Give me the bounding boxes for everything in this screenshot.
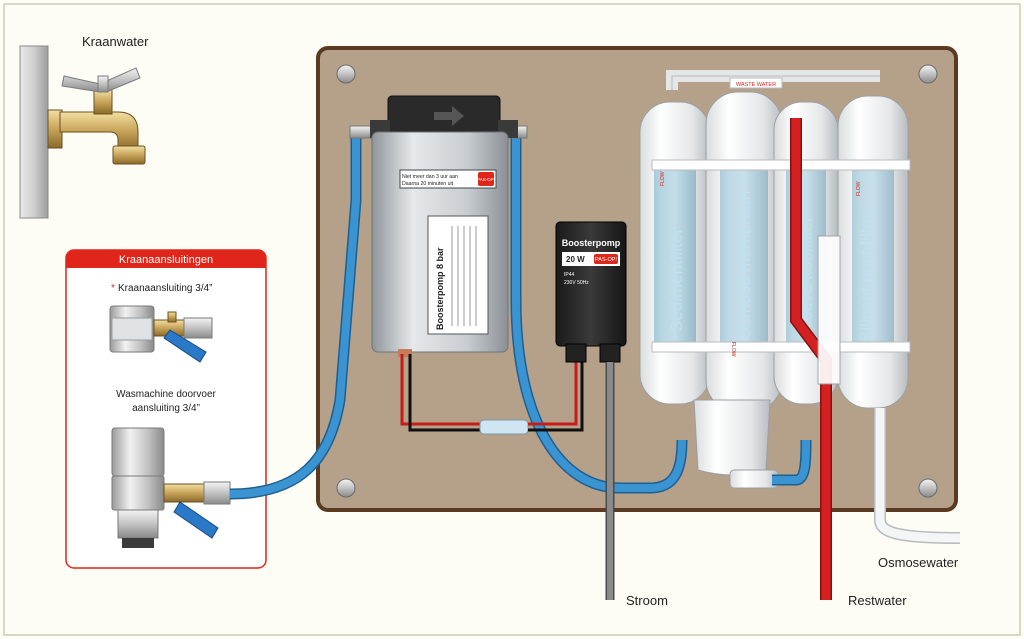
waste-hose: [791, 118, 831, 600]
hose-inlet: [229, 130, 360, 498]
transformer-power: 20 W: [566, 255, 585, 264]
screw-icon: [918, 478, 938, 498]
flow-restrictor: [817, 235, 841, 385]
pump-brand: PAS-OP!: [477, 177, 495, 182]
transformer-wire-red: [528, 360, 578, 426]
tap-conn-label: Kraanaansluiting 3/4”: [118, 283, 213, 294]
waste-water-tag: [729, 77, 783, 89]
filter-name: Silicaat post filter: [857, 213, 876, 342]
tap-valve-stem: [93, 89, 113, 115]
wall-tap: [19, 45, 146, 219]
booster-pump: Niet meer dan 3 uur aan Daarna 20 minute…: [349, 95, 528, 357]
washer-label-line2: aansluiting 3/4”: [132, 403, 200, 414]
tap-handle-hub: [97, 75, 109, 93]
transformer-name: Boosterpomp: [562, 238, 621, 248]
pump-name: Boosterpomp 8 bar: [435, 247, 445, 330]
pump-warning-line2: Daarna 20 minuten uit: [402, 181, 454, 187]
flow-arrow-icon: [434, 106, 464, 126]
flow-tag: FLOW: [730, 342, 736, 357]
membrane-bottom-cap: [693, 399, 771, 476]
tap-outlet-thread: [112, 145, 146, 165]
transformer-brand: PAS-OP!: [595, 257, 617, 263]
transformer-voltage: 230V 50Hz: [564, 280, 589, 286]
hose-pump-outlet: [512, 130, 686, 492]
filter-silicate: Silicaat post filter: [837, 95, 909, 409]
tap-connector-image: [109, 305, 213, 363]
flow-tag: FLOW: [856, 181, 862, 196]
transformer-wire-black: [528, 360, 584, 432]
pump-warning-line1: Niet meer dan 3 uur aan: [402, 174, 458, 180]
tap-conn-marker: *: [111, 283, 115, 294]
tap-label: Kraanwater: [82, 34, 149, 49]
wire-connector: [479, 419, 529, 435]
tap-spout: [59, 111, 139, 151]
filter-name: Sedimentfilter: [667, 228, 686, 332]
bottom-elbow: [729, 469, 779, 489]
pump-warning-label: [399, 169, 497, 189]
card-header: [66, 250, 266, 268]
board-screws: [336, 64, 938, 498]
connections-card: Kraanaansluitingen * Kraanaansluiting 3/…: [65, 249, 267, 569]
washer-connector-image: [111, 427, 231, 548]
pump-brand-badge: [478, 172, 494, 186]
top-manifold-edge: [671, 75, 880, 90]
waste-label: Restwater: [848, 593, 907, 608]
wall-plate: [19, 45, 49, 219]
hose-filter-link: [772, 439, 810, 484]
filter-name: Osmose membraan: [735, 191, 754, 340]
flow-tag: FLOW: [660, 171, 666, 186]
osmosis-hose: [875, 408, 961, 543]
screw-icon: [918, 64, 938, 84]
filter-cartridge: [720, 164, 768, 342]
filter-clamp-bottom: [651, 341, 911, 353]
filter-sediment: Sedimentfilter: [639, 101, 711, 405]
card-title: Kraanaansluitingen: [119, 254, 213, 266]
screw-icon: [336, 478, 356, 498]
screw-icon: [336, 64, 356, 84]
pump-wire-red: [400, 354, 480, 426]
filter-membrane: Osmose membraan: [705, 91, 783, 413]
frame-border: [3, 3, 1021, 636]
waste-water-tag-text: WASTE WATER: [736, 82, 776, 88]
filter-clamp-top: [651, 159, 911, 171]
filter-cartridge: [852, 164, 894, 348]
transformer: Boosterpomp 20 W PAS-OP! IP44 230V 50Hz: [555, 221, 627, 363]
transformer-ip: IP44: [564, 272, 575, 278]
filter-cartridge: [654, 168, 696, 348]
osmosis-water-label: Osmosewater: [878, 555, 959, 570]
power-label: Stroom: [626, 593, 668, 608]
pump-wire-black: [408, 354, 480, 432]
transformer-brand-badge: [594, 254, 618, 264]
washer-label-line1: Wasmachine doorvoer: [116, 389, 216, 400]
